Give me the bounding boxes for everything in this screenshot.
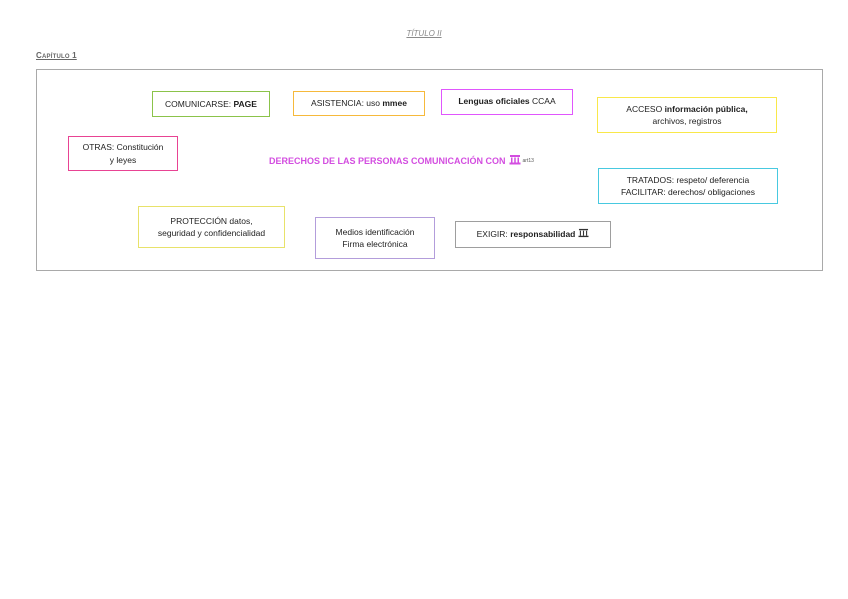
proteccion-line2: seguridad y confidencialidad — [157, 228, 266, 238]
otras-line1: OTRAS: Constitución — [82, 142, 164, 153]
capitulo-heading: Capítulo 1 — [36, 51, 77, 60]
lenguas-box: Lenguas oficiales CCAA — [441, 89, 573, 115]
public-building-icon — [578, 228, 589, 241]
tratados-box: TRATADOS: respeto/ deferencia FACILITAR:… — [598, 168, 778, 204]
exigir-label: EXIGIR: responsabilidad — [477, 228, 590, 241]
medios-line1: Medios identificación — [335, 226, 415, 237]
article-reference: art13 — [522, 157, 534, 164]
acceso-line2: archivos, registros — [652, 116, 722, 126]
tratados-line1: TRATADOS: respeto/ deferencia — [626, 174, 750, 185]
otras-line2: y leyes — [109, 154, 137, 165]
tratados-line2: FACILITAR: derechos/ obligaciones — [620, 187, 756, 197]
otras-box: OTRAS: Constitución y leyes — [68, 136, 178, 171]
acceso-box: ACCESO información pública, archivos, re… — [597, 97, 777, 133]
exigir-box: EXIGIR: responsabilidad — [455, 221, 611, 248]
comunicarse-label: COMUNICARSE: PAGE — [165, 98, 257, 109]
medios-line2: Firma electrónica — [342, 239, 408, 249]
asistencia-box: ASISTENCIA: uso mmee — [293, 91, 425, 116]
lenguas-label: Lenguas oficiales CCAA — [458, 96, 556, 106]
central-topic-label: DERECHOS DE LAS PERSONAS COMUNICACIÓN CO… — [269, 155, 506, 166]
asistencia-label: ASISTENCIA: uso mmee — [311, 98, 407, 109]
medios-box: Medios identificación Firma electrónica — [315, 217, 435, 259]
proteccion-line1: PROTECCIÓN datos, — [170, 215, 253, 226]
central-topic: DERECHOS DE LAS PERSONAS COMUNICACIÓN CO… — [269, 154, 534, 167]
public-building-icon — [509, 154, 521, 167]
comunicarse-box: COMUNICARSE: PAGE — [152, 91, 270, 117]
acceso-line1: ACCESO información pública, — [626, 103, 748, 114]
titulo-heading: TÍTULO II — [406, 29, 442, 38]
mindmap-frame — [36, 69, 823, 271]
proteccion-box: PROTECCIÓN datos, seguridad y confidenci… — [138, 206, 285, 248]
